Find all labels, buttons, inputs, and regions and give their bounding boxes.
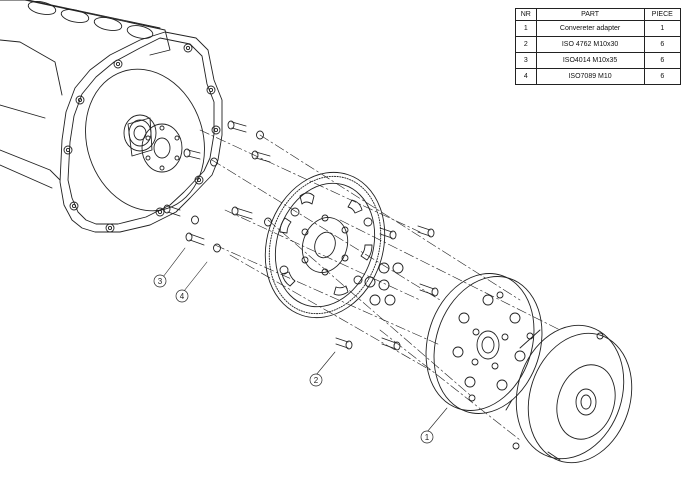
converter-adapter	[425, 273, 543, 414]
row-piece: 6	[643, 36, 682, 53]
flexplate	[264, 171, 386, 319]
callout-3-leader	[162, 247, 186, 278]
torque-converter	[505, 324, 633, 464]
callout-leaders	[162, 247, 448, 433]
parts-list-header-row: NR PART PIECE	[515, 8, 682, 21]
row-part: Convereter adapter	[535, 20, 645, 37]
callout-3-label: 3	[158, 277, 163, 286]
callout-3-circle	[153, 274, 167, 288]
table-row: 3 ISO4014 M10x35 6	[515, 52, 682, 69]
row-piece: 6	[643, 68, 682, 85]
callout-4-circle	[175, 289, 189, 303]
row-piece: 6	[643, 52, 682, 69]
parts-list-table: NR PART PIECE 1 Convereter adapter 1 2 I…	[515, 8, 682, 85]
header-piece: PIECE	[643, 8, 682, 21]
row-part: ISO 4762 M10x30	[535, 36, 645, 53]
callout-4-label: 4	[180, 292, 185, 301]
callout-2-circle	[309, 373, 323, 387]
bolts-left-group	[163, 120, 272, 253]
bolts-middle-group	[335, 225, 439, 351]
callout-1-leader	[426, 407, 448, 433]
callout-2-label: 2	[314, 376, 319, 385]
row-piece: 1	[643, 20, 682, 37]
engine-block	[0, 0, 223, 233]
table-row: 2 ISO 4762 M10x30 6	[515, 36, 682, 53]
row-nr: 1	[515, 20, 537, 37]
table-row: 1 Convereter adapter 1	[515, 20, 682, 37]
header-nr: NR	[515, 8, 537, 21]
row-nr: 3	[515, 52, 537, 69]
table-row: 4 ISO7089 M10 6	[515, 68, 682, 85]
row-nr: 4	[515, 68, 537, 85]
callout-2-leader	[315, 351, 336, 376]
callout-circles	[153, 274, 434, 444]
header-part: PART	[535, 8, 645, 21]
row-nr: 2	[515, 36, 537, 53]
assembly-axes	[199, 129, 561, 441]
callout-1-label: 1	[425, 433, 430, 442]
row-part: ISO7089 M10	[535, 68, 645, 85]
row-part: ISO4014 M10x35	[535, 52, 645, 69]
callout-1-circle	[420, 430, 434, 444]
callout-4-leader	[183, 261, 208, 292]
